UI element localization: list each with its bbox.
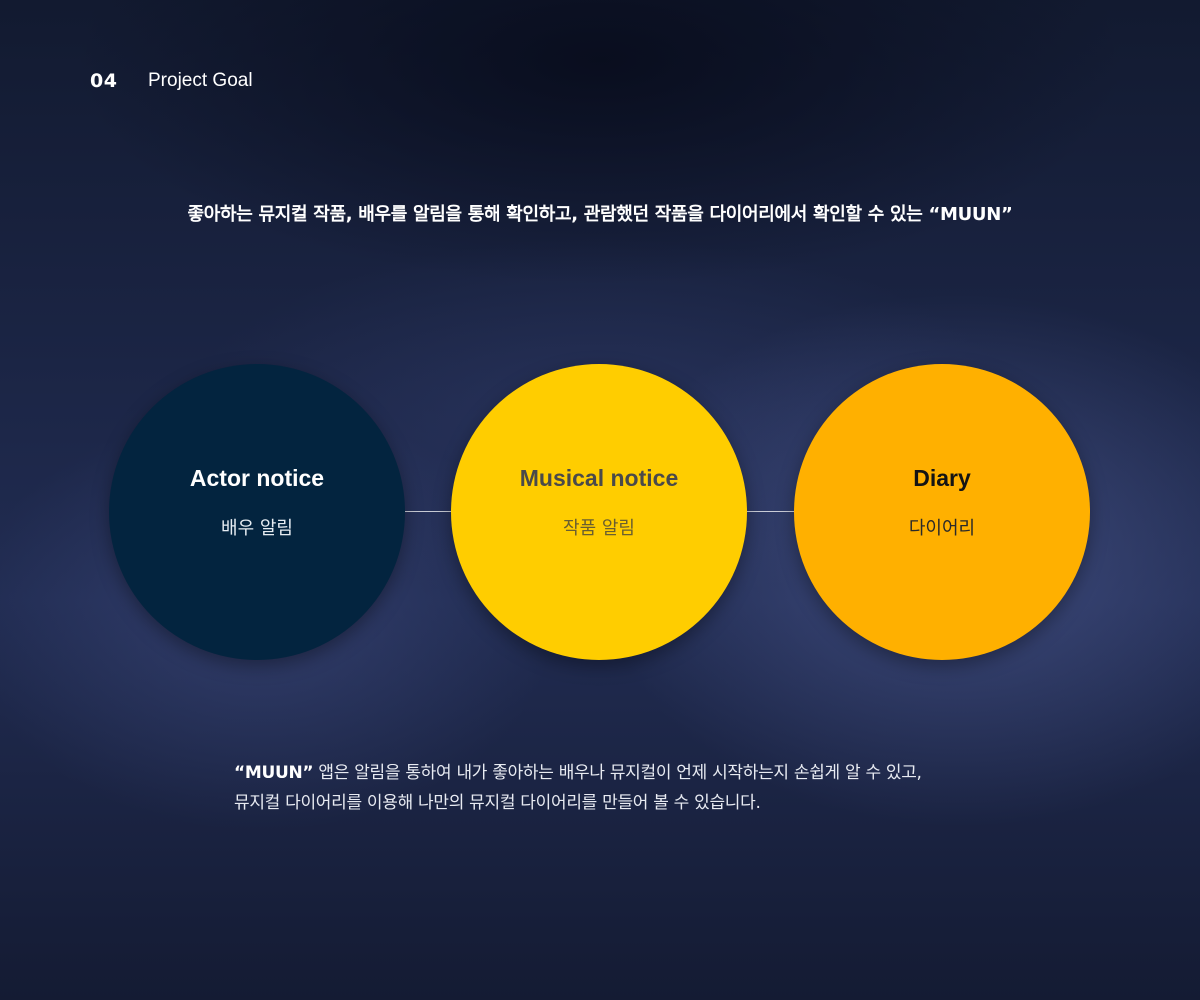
project-description: “MUUN” 앱은 알림을 통하여 내가 좋아하는 배우나 뮤지컬이 언제 시작… (234, 758, 1134, 818)
section-header: 04 Project Goal (90, 70, 253, 92)
feature-title: Musical notice (519, 464, 679, 491)
diary-circle: Diary 다이어리 (794, 364, 1090, 660)
feature-subtitle: 다이어리 (908, 517, 976, 539)
feature-title: Actor notice (189, 464, 325, 491)
section-number: 04 (90, 70, 118, 92)
description-line-1: “MUUN” 앱은 알림을 통하여 내가 좋아하는 배우나 뮤지컬이 언제 시작… (234, 758, 1134, 788)
description-line-2: 뮤지컬 다이어리를 이용해 나만의 뮤지컬 다이어리를 만들어 볼 수 있습니다… (234, 793, 761, 813)
brand-name: “MUUN” (234, 763, 314, 783)
connector-line (404, 511, 452, 512)
description-text: 앱은 알림을 통하여 내가 좋아하는 배우나 뮤지컬이 언제 시작하는지 손쉽게… (313, 763, 922, 783)
actor-notice-circle: Actor notice 배우 알림 (109, 364, 405, 660)
feature-subtitle: 작품 알림 (563, 517, 635, 539)
feature-title: Diary (913, 464, 971, 491)
feature-subtitle: 배우 알림 (221, 517, 293, 539)
project-goal-headline: 좋아하는 뮤지컬 작품, 배우를 알림을 통해 확인하고, 관람했던 작품을 다… (187, 204, 1013, 225)
connector-line (747, 511, 795, 512)
musical-notice-circle: Musical notice 작품 알림 (451, 364, 747, 660)
section-title: Project Goal (148, 70, 253, 91)
